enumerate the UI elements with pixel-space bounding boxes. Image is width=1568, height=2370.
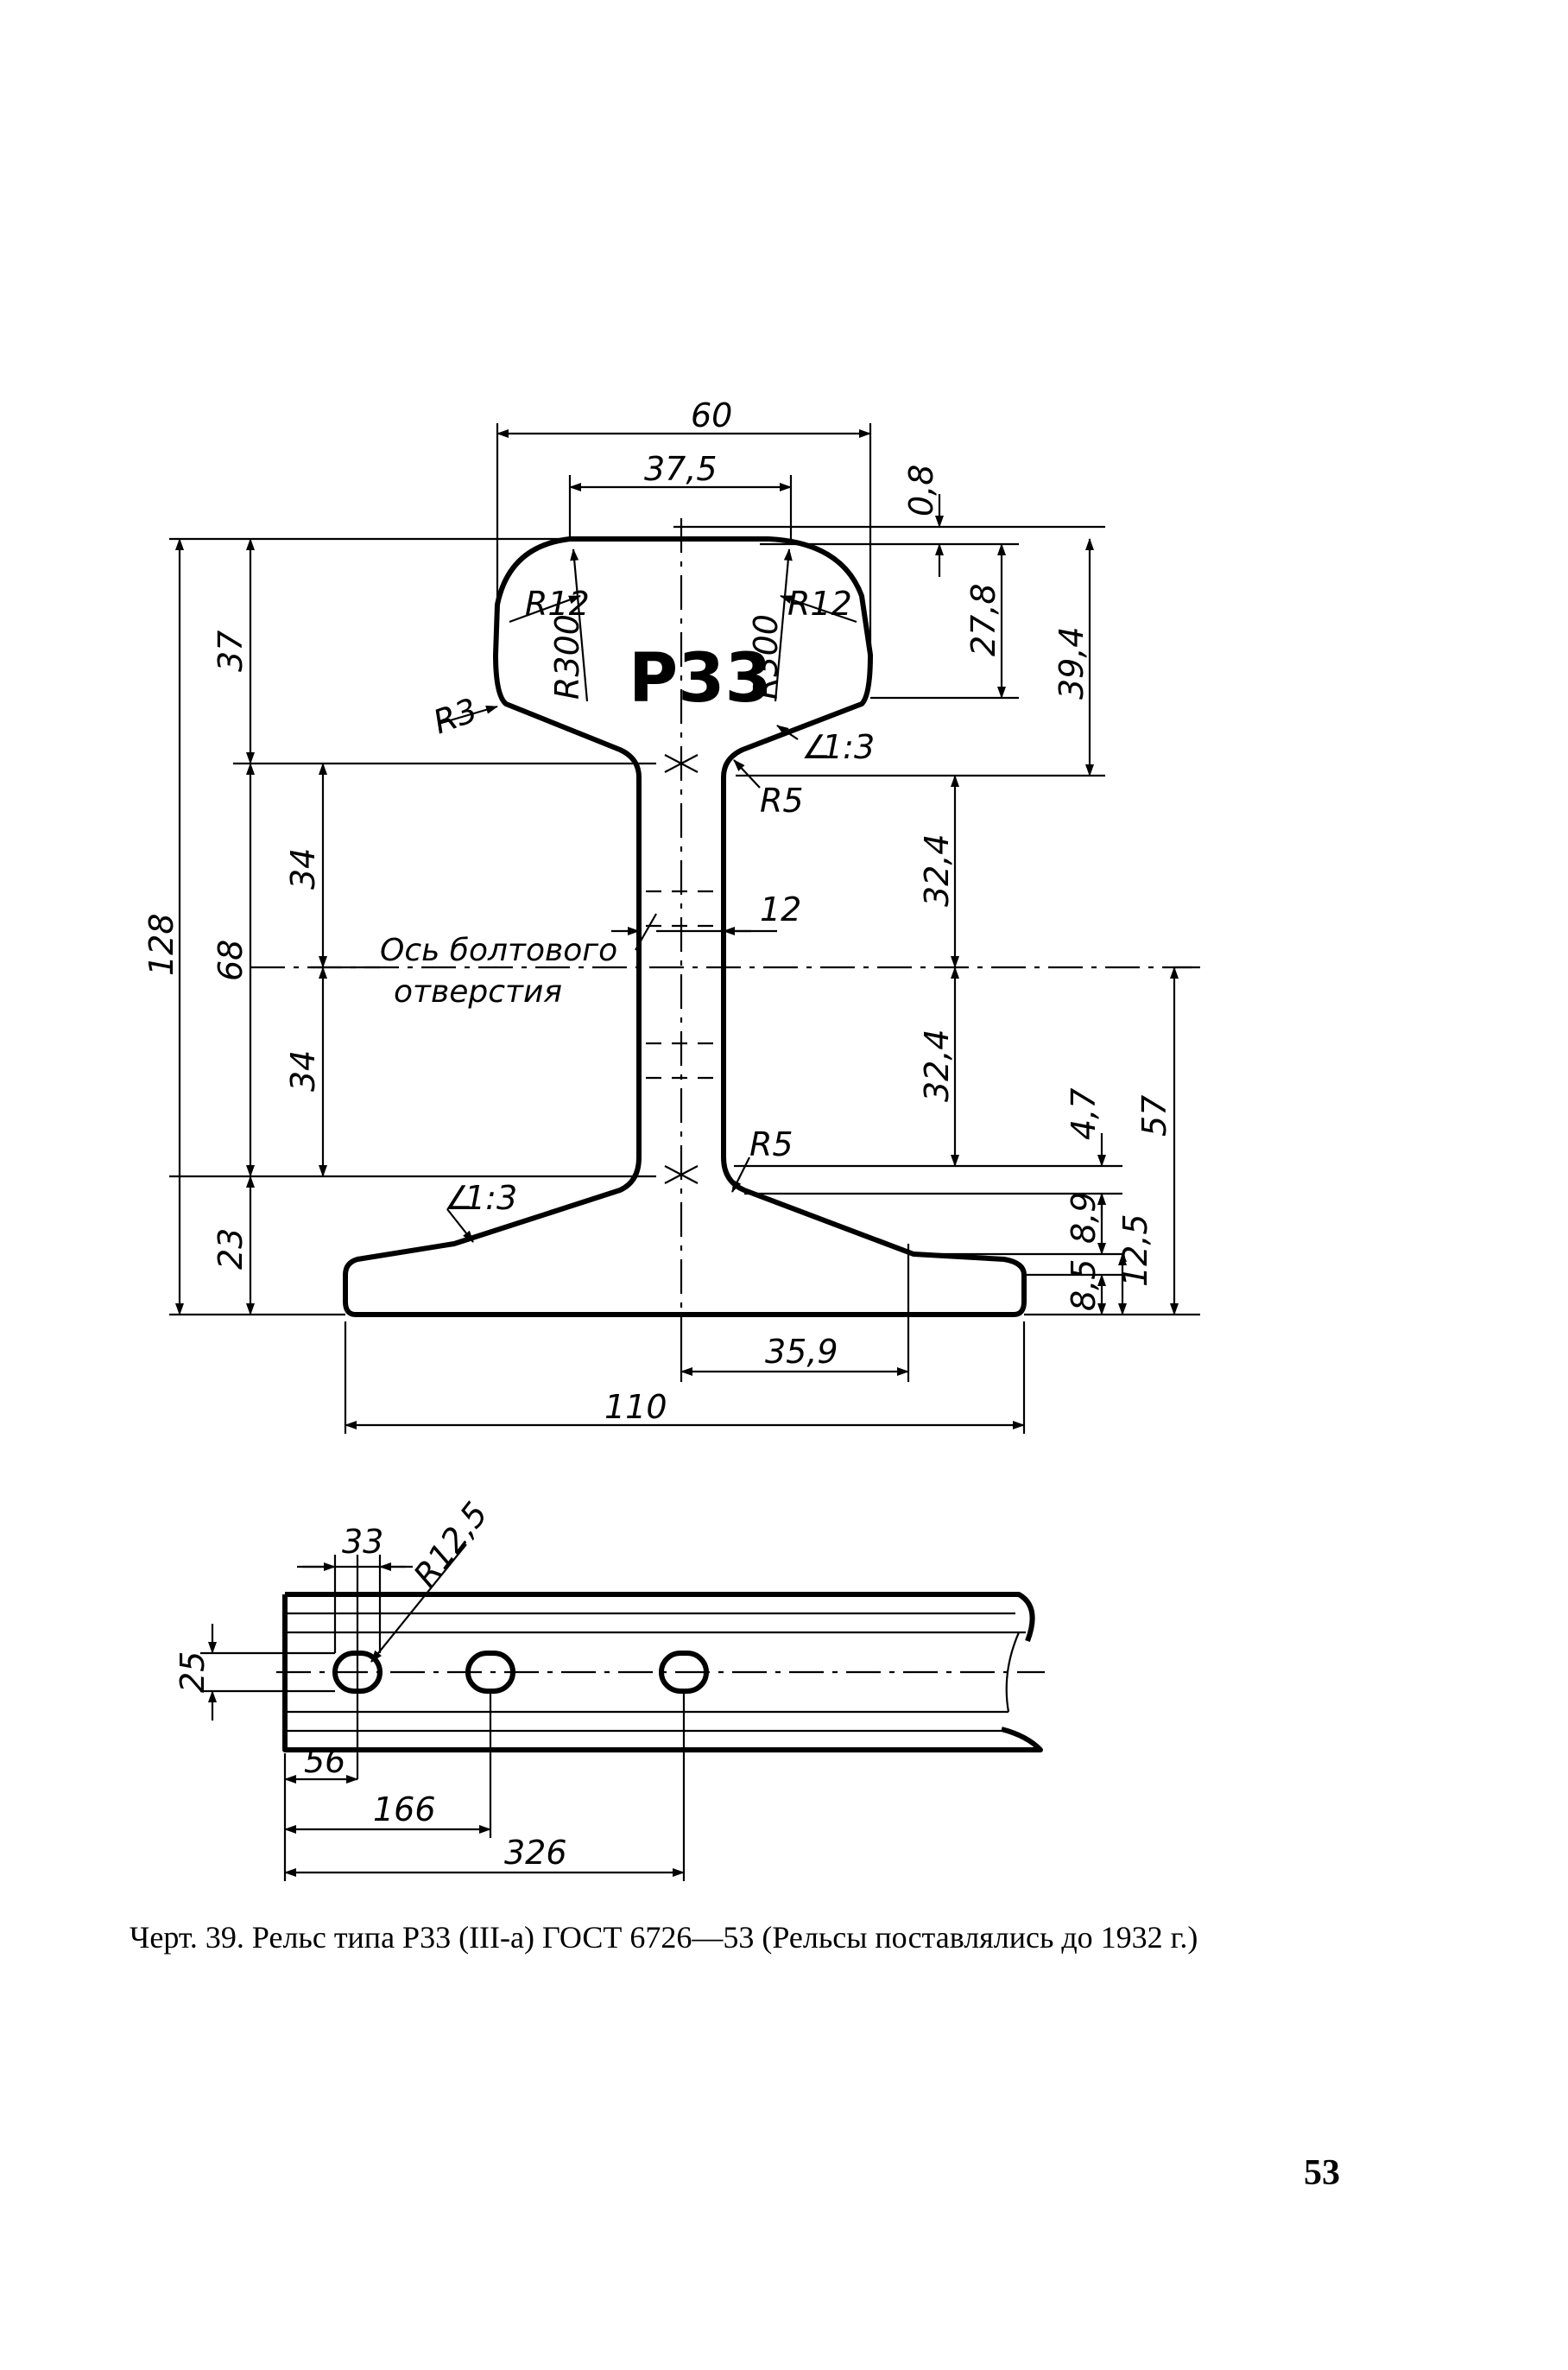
bolt-below-label: 32,4 [918, 1029, 956, 1102]
foot-half-width-label: 35,9 [765, 1333, 838, 1371]
head-top-width-label: 37,5 [644, 450, 718, 488]
top-dimensions: 60 37,5 [496, 396, 872, 674]
foot-slope-label: 8,9 [1065, 1192, 1103, 1244]
foot-width-label: 110 [604, 1388, 667, 1426]
crown-offset-label: 0,8 [902, 465, 940, 516]
total-height-label: 128 [142, 913, 180, 976]
r5-bottom-label: R5 [749, 1125, 793, 1163]
slope-top-leader [776, 725, 799, 740]
neck-callouts: ∠ 1:3 R5 R5 ∠ 1:3 12 Ось болтового отвер… [380, 725, 875, 1243]
plan-outline [282, 1592, 1043, 1752]
r12-right-leader [780, 594, 857, 624]
head-side-label: 27,8 [964, 583, 1002, 656]
plan-longitudinal-lines [285, 1612, 1026, 1733]
left-dimensions: 128 37 68 23 34 34 [142, 537, 656, 1316]
bolt-hole-3 [659, 1651, 709, 1694]
r300-left-label: R300 [548, 614, 586, 700]
hole-radius-label: R12,5 [406, 1495, 495, 1594]
bolt-axis-leader [635, 913, 657, 951]
bolt-hole-2 [465, 1651, 515, 1694]
bolt-axis-label-line1: Ось болтового [380, 933, 617, 968]
r300-right-label: R300 [747, 614, 785, 700]
head-height-label: 37 [212, 631, 250, 672]
rail-profile-outline [343, 536, 1027, 1317]
rail-plan-view: 33 R12,5 25 56 166 326 [174, 1495, 1045, 1881]
slope-top-angle: ∠ [801, 728, 831, 766]
dist-third-label: 326 [504, 1834, 567, 1872]
r3-leader [438, 705, 498, 726]
right-extension-lines [673, 525, 1200, 1316]
head-width-label: 60 [691, 396, 732, 434]
rail-profile: P33 [250, 518, 1192, 1347]
hole-center-lines [283, 1555, 686, 1881]
web-upper-label: 34 [284, 848, 322, 890]
r300-right-leader [774, 548, 793, 702]
bottom-dimensions: 35,9 110 [344, 1244, 1026, 1434]
dist-first-label: 56 [304, 1742, 345, 1780]
foot-fillet-label: 4,7 [1065, 1088, 1103, 1140]
head-width-extension-lines [496, 423, 872, 674]
slope-bottom-label: 1:3 [465, 1179, 517, 1217]
r12-right-label: R12 [787, 585, 852, 623]
hole-height-label: 25 [174, 1651, 212, 1693]
hole-radius-leader [370, 1543, 467, 1663]
right-dimensions: 0,8 27,8 39,4 32,4 32,4 57 4,7 8,9 12,5 … [673, 465, 1200, 1316]
profile-label: P33 [629, 640, 772, 718]
foot-edge-total-label: 12,5 [1116, 1214, 1154, 1287]
dist-second-label: 166 [373, 1790, 436, 1828]
r300-left-leader [570, 548, 589, 702]
hole-height-extension-lines [200, 1651, 335, 1693]
figure-caption: Черт. 39. Рельс типа Р33 (III-а) ГОСТ 67… [130, 1920, 1198, 1955]
slope-top-label: 1:3 [822, 728, 875, 766]
r12-left-leader [509, 594, 581, 624]
foot-height-label: 23 [212, 1228, 250, 1270]
bottom-extension-lines [344, 1244, 1026, 1434]
hole-length-label: 33 [342, 1523, 383, 1561]
slope-bottom-angle: ∠ [444, 1179, 473, 1217]
slope-bottom-leader [446, 1208, 474, 1243]
bolt-above-label: 32,4 [918, 833, 956, 907]
head-total-label: 39,4 [1053, 626, 1091, 700]
web-center-marks [664, 754, 699, 1184]
web-lower-label: 34 [284, 1050, 322, 1092]
web-thickness-label: 12 [760, 890, 801, 928]
bolt-height-label: 57 [1135, 1095, 1173, 1137]
r5-bottom-leader [731, 1156, 750, 1193]
left-extension-lines [169, 537, 656, 1316]
r5-top-leader [733, 759, 761, 789]
web-height-label: 68 [212, 940, 250, 981]
r3-label: R3 [428, 691, 483, 742]
foot-edge-label: 8,5 [1065, 1259, 1103, 1311]
bolt-axis-label-line2: отверстия [394, 974, 562, 1010]
page-number: 53 [1304, 2153, 1340, 2193]
r5-top-label: R5 [760, 782, 804, 820]
